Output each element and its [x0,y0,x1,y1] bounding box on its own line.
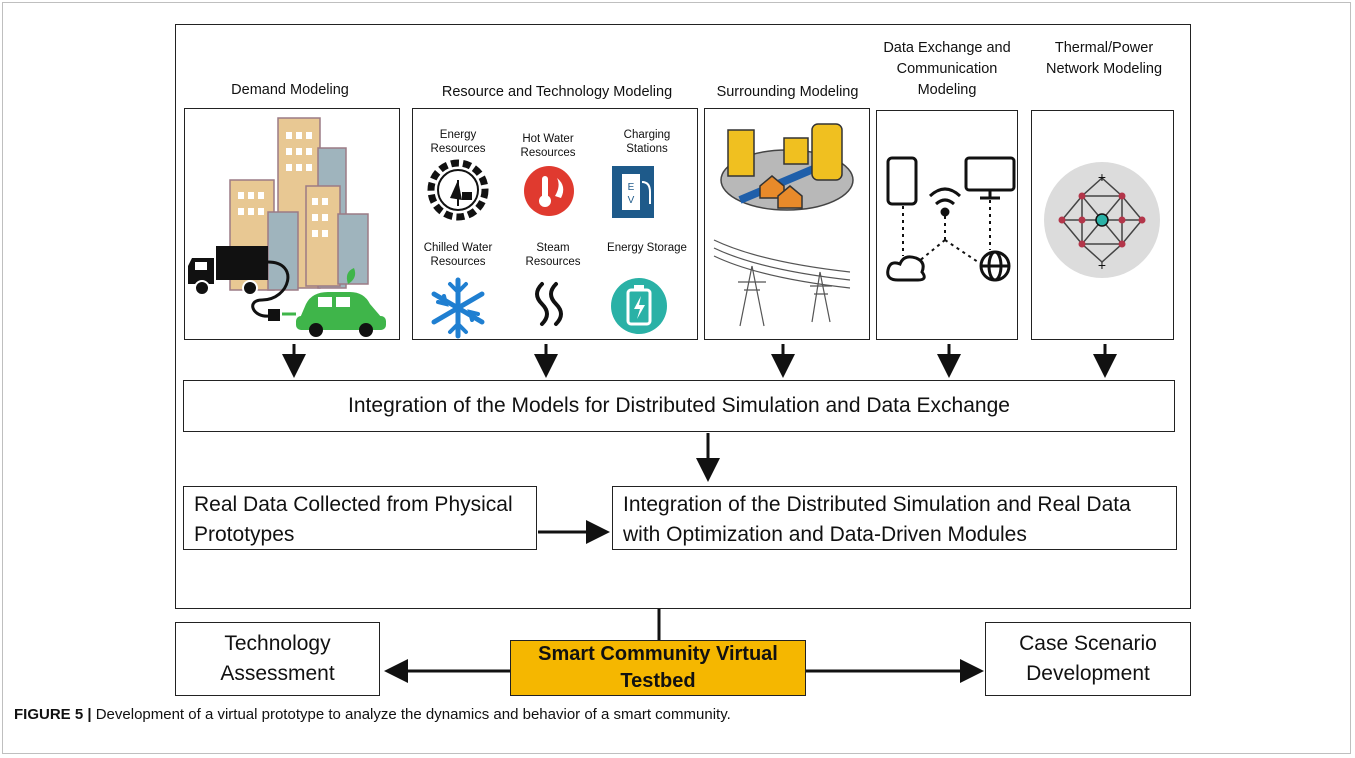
energy-storage-battery-icon [611,278,667,334]
charging-station-icon: E V [612,166,654,218]
truck-icon [188,246,290,321]
integration-models-box: Integration of the Models for Distribute… [183,380,1175,432]
svg-text:E: E [628,182,635,193]
label-hot-water-resources: Hot Water Resources [520,133,576,159]
electric-car-icon [282,268,386,337]
power-transmission-lines-icon [713,239,851,327]
label-charging-stations: Charging Stations [623,129,671,155]
label-steam-resources: Steam Resources [525,242,581,268]
figure-caption: FIGURE 5 | Development of a virtual prot… [14,706,731,723]
svg-text:+: + [1098,257,1106,273]
city-district-icon [720,123,854,211]
label-energy-resources: Energy Resources [430,129,486,155]
integration-simulation-box: Integration of the Distributed Simulatio… [612,486,1177,550]
technology-assessment-text: Technology Assessment [220,632,335,685]
computer-icon [964,156,1016,192]
steam-icon [535,282,563,326]
data-exchange-icons [886,156,1016,282]
label-energy-storage: Energy Storage [607,242,687,254]
smart-community-testbed-text: Smart Community Virtual Testbed [538,643,778,692]
chilled-water-snowflake-icon [431,277,485,339]
energy-resources-gear-icon [427,159,489,221]
svg-text:V: V [628,195,635,206]
cloud-icon [886,255,926,282]
heading-network-modeling: Thermal/Power Network Modeling [1045,40,1163,77]
label-chilled-water-resources: Chilled Water Resources [423,242,493,268]
technology-assessment-box: Technology Assessment [175,622,380,696]
heading-surrounding-modeling: Surrounding Modeling [716,84,859,100]
network-graph-icon: + + [1044,162,1160,278]
case-scenario-box: Case Scenario Development [985,622,1191,696]
smart-community-testbed-box: Smart Community Virtual Testbed [510,640,806,696]
integration-simulation-text: Integration of the Distributed Simulatio… [623,493,1131,546]
heading-data-exchange-modeling: Data Exchange and Communication Modeling [883,40,1011,98]
case-scenario-text: Case Scenario Development [1019,632,1157,685]
integration-models-text: Integration of the Models for Distribute… [348,394,1010,417]
real-data-text: Real Data Collected from Physical Protot… [194,493,513,546]
buildings-icon [229,117,369,291]
figure-caption-text: Development of a virtual prototype to an… [91,706,731,723]
panel-arrows [282,344,1117,683]
hot-water-icon [524,166,574,216]
heading-demand-modeling: Demand Modeling [231,82,349,98]
real-data-box: Real Data Collected from Physical Protot… [183,486,537,550]
data-exchange-panel [876,110,1018,340]
wifi-icon [928,187,962,206]
heading-resource-modeling: Resource and Technology Modeling [441,84,673,100]
phone-icon [886,156,918,206]
svg-text:+: + [1098,169,1106,185]
figure-label: FIGURE 5 | [14,706,92,723]
